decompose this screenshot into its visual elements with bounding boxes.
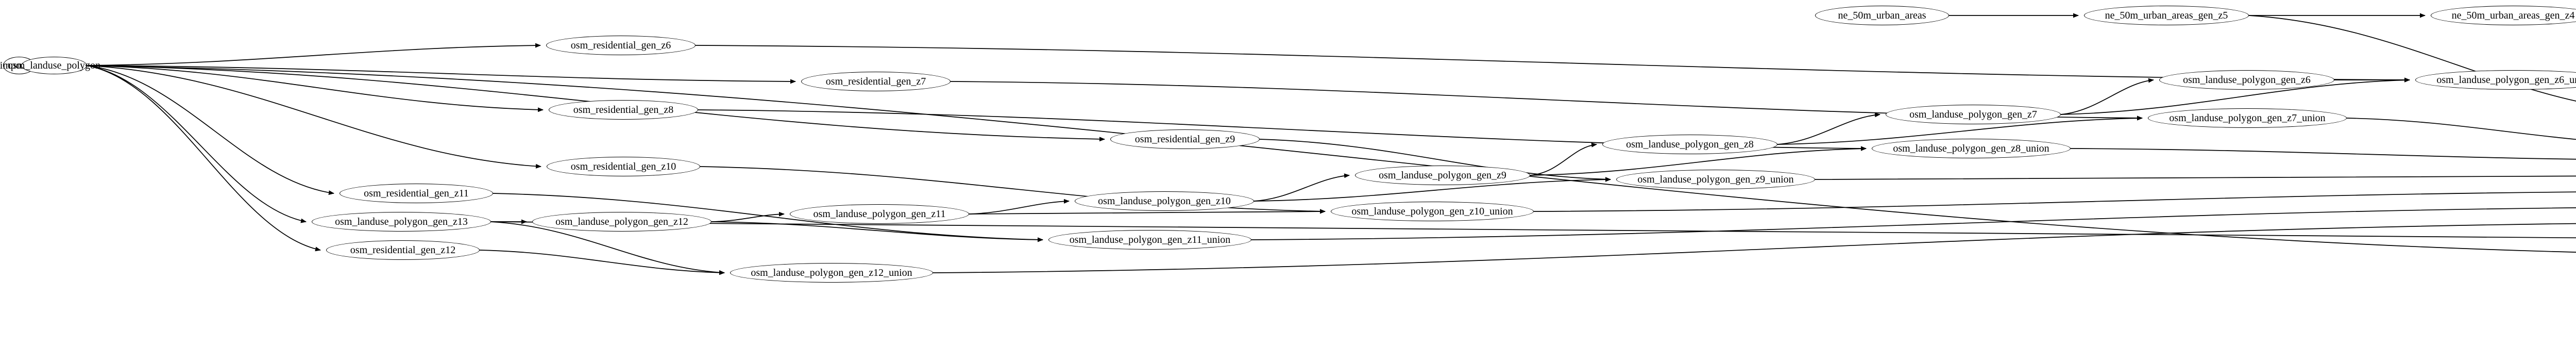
graph-node-osm-landuse-polygon-gen-z8[interactable]: osm_landuse_polygon_gen_z8 bbox=[1602, 135, 1777, 154]
graph-node-osm-landuse-polygon-gen-z13[interactable]: osm_landuse_polygon_gen_z13 bbox=[312, 212, 491, 232]
graph-node-osm-landuse-polygon-gen-z9[interactable]: osm_landuse_polygon_gen_z9 bbox=[1355, 166, 1530, 185]
graph-edge-osm-landuse-polygon-gen-z7-to-osm-landuse-polygon-gen-z6 bbox=[2060, 78, 2154, 115]
graph-node-osm-landuse-polygon-gen-z7-union[interactable]: osm_landuse_polygon_gen_z7_union bbox=[2148, 108, 2347, 128]
graph-edge-osm-landuse-polygon-to-osm-residential-gen-z6 bbox=[87, 43, 541, 66]
graph-edge-osm-landuse-polygon-gen-z10-to-osm-landuse-polygon-gen-z9-union bbox=[1253, 177, 1611, 202]
graph-node-osm-landuse-polygon-gen-z10[interactable]: osm_landuse_polygon_gen_z10 bbox=[1075, 191, 1254, 211]
graph-edge-osm-landuse-polygon-gen-z11-to-osm-landuse-polygon-gen-z10-union bbox=[969, 209, 1326, 215]
graph-node-osm-landuse-polygon-gen-z12[interactable]: osm_landuse_polygon_gen_z12 bbox=[532, 212, 711, 232]
graph-edge-osm-landuse-polygon-to-osm-residential-gen-z12 bbox=[87, 65, 321, 252]
graph-edge-osm-landuse-polygon-gen-z8-to-osm-landuse-polygon-gen-z7 bbox=[1777, 112, 1880, 145]
graph-edge-osm-landuse-polygon-gen-z10-union-to-layer-landuse-z10 bbox=[1533, 191, 2576, 212]
graph-node-osm-landuse-polygon-gen-z10-union[interactable]: osm_landuse_polygon_gen_z10_union bbox=[1331, 202, 1534, 221]
graph-edge-osm-landuse-polygon-gen-z8-union-to-layer-landuse-z8 bbox=[2070, 148, 2576, 160]
graph-edge-osm-landuse-polygon-gen-z9-to-osm-landuse-polygon-gen-z8 bbox=[1530, 142, 1597, 176]
graph-edge-osm-landuse-polygon-gen-z9-to-osm-landuse-polygon-gen-z8-union bbox=[1530, 146, 1867, 176]
graph-edge-osm-landuse-polygon-to-osm-residential-gen-z10 bbox=[87, 65, 541, 169]
graph-edge-osm-residential-gen-z11-to-osm-landuse-polygon-gen-z11-union bbox=[493, 193, 1043, 242]
graph-node-ne-50m-urban-areas-gen-z4[interactable]: ne_50m_urban_areas_gen_z4 bbox=[2431, 6, 2576, 25]
graph-node-osm-landuse-polygon-gen-z9-union[interactable]: osm_landuse_polygon_gen_z9_union bbox=[1616, 170, 1815, 189]
graph-edge-osm-landuse-polygon-to-osm-residential-gen-z11 bbox=[87, 65, 334, 195]
graph-edge-osm-landuse-polygon-gen-z12-union-to-layer-landuse-z12 bbox=[933, 223, 2576, 273]
graph-edge-osm-landuse-polygon-gen-z9-union-to-layer-landuse-z9 bbox=[1815, 175, 2576, 180]
graph-edge-osm-landuse-polygon-gen-z11-union-to-layer-landuse-z11 bbox=[1251, 207, 2576, 240]
graph-node-osm-landuse-polygon-gen-z12-union[interactable]: osm_landuse_polygon_gen_z12_union bbox=[730, 263, 933, 283]
graph-edge-osm-landuse-polygon-gen-z8-to-osm-landuse-polygon-gen-z7-union bbox=[1777, 116, 2143, 145]
graph-node-osm-landuse-polygon-gen-z11-union[interactable]: osm_landuse_polygon_gen_z11_union bbox=[1048, 230, 1251, 250]
graph-edge-osm-landuse-polygon-to-osm-residential-gen-z7 bbox=[87, 65, 796, 84]
graph-node-osm-residential-gen-z9[interactable]: osm_residential_gen_z9 bbox=[1110, 129, 1260, 149]
graph-edge-osm-landuse-polygon-to-osm-landuse-polygon-gen-z13 bbox=[87, 65, 307, 223]
graph-edge-osm-landuse-polygon-gen-z12-to-osm-landuse-polygon-gen-z11 bbox=[711, 211, 785, 222]
graph-edge-osm-landuse-polygon-gen-z13-to-osm-landuse-polygon-gen-z12-union bbox=[490, 221, 725, 275]
graph-edge-osm-residential-gen-z12-to-osm-landuse-polygon-gen-z12-union bbox=[479, 250, 725, 275]
graph-edge-osm-residential-gen-z9-to-osm-landuse-polygon-gen-z9-union bbox=[1259, 139, 1611, 182]
graph-node-osm-residential-gen-z8[interactable]: osm_residential_gen_z8 bbox=[549, 100, 698, 120]
graph-edge-osm-landuse-polygon-to-layer-landuse-z14 bbox=[87, 65, 2576, 253]
graph-edge-osm-landuse-polygon-to-osm-residential-gen-z8 bbox=[87, 65, 544, 112]
graph-edge-osm-landuse-polygon-gen-z10-to-osm-landuse-polygon-gen-z9 bbox=[1253, 173, 1350, 202]
graph-node-ne-50m-urban-areas[interactable]: ne_50m_urban_areas bbox=[1815, 6, 1949, 25]
graph-edge-ne-50m-urban-areas-gen-z5-to-layer-landuse-z5 bbox=[2248, 15, 2576, 102]
graph-edge-osm-landuse-polygon-gen-z7-union-to-layer-landuse-z7 bbox=[2346, 118, 2576, 140]
graph-node-osm-residential-gen-z6[interactable]: osm_residential_gen_z6 bbox=[546, 36, 696, 55]
graph-node-osm-landuse-polygon-gen-z8-union[interactable]: osm_landuse_polygon_gen_z8_union bbox=[1872, 139, 2071, 158]
graph-node-osm-landuse-polygon-gen-z6[interactable]: osm_landuse_polygon_gen_z6 bbox=[2159, 70, 2334, 90]
graph-node-osm-landuse-polygon-gen-z6-union[interactable]: osm_landuse_polygon_gen_z6_union bbox=[2415, 70, 2576, 90]
graph-node-osm-residential-gen-z12[interactable]: osm_residential_gen_z12 bbox=[326, 240, 480, 260]
graph-node-osm-landuse-polygon-gen-z7[interactable]: osm_landuse_polygon_gen_z7 bbox=[1886, 105, 2061, 124]
graph-node-osm-landuse-polygon[interactable]: osm_landuse_polygon bbox=[8, 57, 100, 74]
graph-node-osm-residential-gen-z7[interactable]: osm_residential_gen_z7 bbox=[801, 72, 951, 91]
graph-edge-osm-landuse-polygon-gen-z11-to-osm-landuse-polygon-gen-z10 bbox=[969, 199, 1070, 215]
graph-edge-osm-residential-gen-z6-to-osm-landuse-polygon-gen-z6-union bbox=[695, 45, 2410, 83]
graph-edge-osm-landuse-polygon-gen-z7-to-osm-landuse-polygon-gen-z6-union bbox=[2060, 77, 2410, 115]
graph-node-osm-landuse-polygon-gen-z11[interactable]: osm_landuse_polygon_gen_z11 bbox=[790, 204, 969, 224]
graph-node-ne-50m-urban-areas-gen-z5[interactable]: ne_50m_urban_areas_gen_z5 bbox=[2084, 6, 2249, 25]
graph-node-osm-residential-gen-z11[interactable]: osm_residential_gen_z11 bbox=[340, 184, 493, 203]
graph-node-osm-residential-gen-z10[interactable]: osm_residential_gen_z10 bbox=[547, 157, 700, 176]
